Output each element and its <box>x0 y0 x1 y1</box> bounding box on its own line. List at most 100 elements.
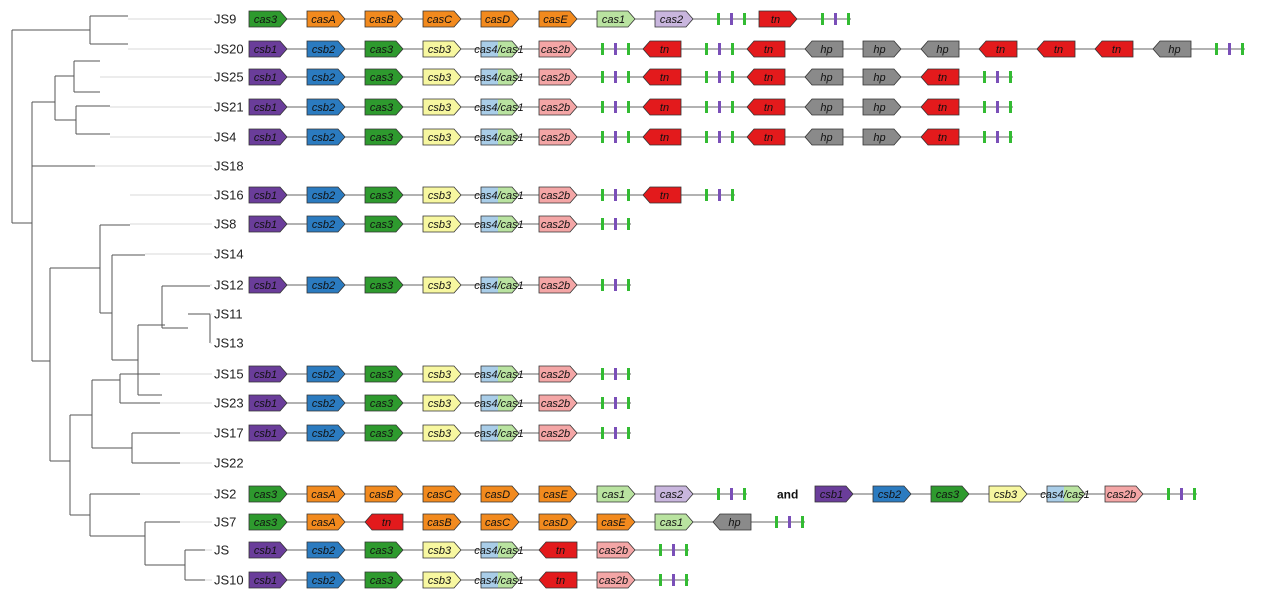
gene-label: cas2 <box>660 489 683 501</box>
gene-label: cas3 <box>370 102 394 114</box>
gene-arrow-csb3 <box>422 215 462 233</box>
gene-label: cas4/cas1 <box>474 428 524 440</box>
gene-label: cas4/cas1 <box>474 369 524 381</box>
gene-arrow-csb3 <box>988 485 1028 503</box>
crispr-spacer-mark <box>996 71 999 83</box>
gene-label: csb3 <box>428 102 452 114</box>
gene-arrow-cas2b <box>538 98 578 116</box>
gene-label: csb1 <box>254 190 277 202</box>
strain-label: JS8 <box>214 217 236 232</box>
gene-label: csb3 <box>428 398 452 410</box>
gene-arrow-hp <box>804 128 844 146</box>
crispr-spacer-mark <box>983 71 986 83</box>
gene-label: cas1 <box>602 489 625 501</box>
gene-label: hp <box>820 132 832 144</box>
gene-arrow-cas2b <box>538 276 578 294</box>
gene-label: cas2b <box>541 398 570 410</box>
gene-cas1-segment <box>498 216 519 232</box>
gene-arrow-csb1 <box>248 276 288 294</box>
crispr-spacer-mark <box>847 13 850 25</box>
strain-label: JS20 <box>214 42 244 57</box>
strain-label: JS23 <box>214 396 244 411</box>
crispr-spacer-mark <box>717 488 720 500</box>
gene-label: tn <box>382 517 391 529</box>
gene-cas1-segment <box>498 187 519 203</box>
gene-label: cas2b <box>541 280 570 292</box>
gene-arrow-hp <box>920 40 960 58</box>
gene-arrow-csb2 <box>306 394 346 412</box>
gene-arrow-cas4-cas1 <box>480 215 520 233</box>
gene-arrow-cas3 <box>248 513 288 531</box>
gene-arrow-hp <box>804 98 844 116</box>
gene-cas1-segment <box>498 277 519 293</box>
gene-arrow-hp <box>862 40 902 58</box>
gene-label: csb3 <box>428 72 452 84</box>
gene-arrow-tn <box>538 541 578 559</box>
gene-arrow-cas4-cas1 <box>480 571 520 589</box>
gene-label: casA <box>311 517 335 529</box>
gene-arrow-cas2b <box>538 186 578 204</box>
gene-label: casC <box>485 517 510 529</box>
gene-label: cas4/cas1 <box>1040 489 1090 501</box>
gene-arrow-csb1 <box>814 485 854 503</box>
gene-label: tn <box>660 132 669 144</box>
gene-arrow-casB <box>422 513 462 531</box>
crispr-spacer-mark <box>627 43 630 55</box>
crispr-spacer-mark <box>614 101 617 113</box>
gene-label: hp <box>936 44 948 56</box>
strain-labels: JS9JS20JS25JS21JS4JS18JS16JS8JS14JS12JS1… <box>214 12 244 588</box>
crispr-spacer-mark <box>685 544 688 556</box>
gene-arrow-csb3 <box>422 541 462 559</box>
crispr-spacer-mark <box>705 131 708 143</box>
gene-label: cas2b <box>541 428 570 440</box>
crispr-spacer-mark <box>996 131 999 143</box>
crispr-spacer-mark <box>614 189 617 201</box>
gene-label: csb2 <box>312 190 335 202</box>
crispr-spacer-mark <box>1167 488 1170 500</box>
gene-arrow-tn <box>1036 40 1076 58</box>
crispr-spacer-mark <box>1009 131 1012 143</box>
gene-label: casA <box>311 489 335 501</box>
crispr-spacer-mark <box>718 101 721 113</box>
crispr-spacer-mark <box>627 427 630 439</box>
gene-label: tn <box>938 72 947 84</box>
gene-label: cas4/cas1 <box>474 280 524 292</box>
gene-arrow-csb2 <box>306 68 346 86</box>
gene-label: cas2b <box>541 102 570 114</box>
gene-arrow-csb3 <box>422 365 462 383</box>
gene-cas1-segment <box>498 99 519 115</box>
crispr-spacer-mark <box>601 427 604 439</box>
crispr-spacer-mark <box>821 13 824 25</box>
crispr-spacer-mark <box>718 131 721 143</box>
crispr-spacer-mark <box>601 397 604 409</box>
gene-arrow-csb1 <box>248 40 288 58</box>
gene-arrow-csb3 <box>422 276 462 294</box>
gene-label: csb1 <box>254 280 277 292</box>
crispr-spacer-mark <box>601 189 604 201</box>
gene-arrow-csb3 <box>422 186 462 204</box>
gene-label: cas3 <box>370 132 394 144</box>
crispr-spacer-mark <box>627 189 630 201</box>
gene-arrow-cas4-cas1 <box>480 276 520 294</box>
gene-label: casD <box>485 14 510 26</box>
crispr-spacer-mark <box>996 101 999 113</box>
gene-arrow-cas3 <box>364 40 404 58</box>
gene-arrow-cas3 <box>364 541 404 559</box>
gene-arrow-csb3 <box>422 40 462 58</box>
gene-arrow-casD <box>538 513 578 531</box>
strain-label: JS <box>214 543 230 558</box>
gene-arrow-casE <box>538 10 578 28</box>
gene-cas1-segment <box>498 41 519 57</box>
gene-label: csb3 <box>994 489 1018 501</box>
crispr-spacer-mark <box>983 131 986 143</box>
gene-arrow-tn <box>920 68 960 86</box>
gene-label: cas2b <box>599 545 628 557</box>
gene-arrow-tn <box>746 68 786 86</box>
gene-cas4-segment <box>481 425 498 441</box>
gene-arrow-csb2 <box>306 571 346 589</box>
gene-arrow-cas2 <box>654 485 694 503</box>
gene-label: tn <box>764 132 773 144</box>
gene-arrow-csb2 <box>306 128 346 146</box>
gene-label: hp <box>820 44 832 56</box>
